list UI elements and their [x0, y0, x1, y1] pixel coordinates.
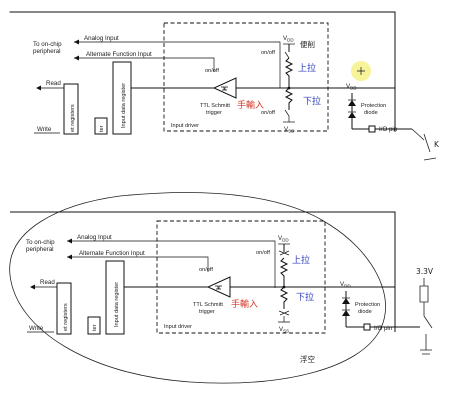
input-annotation: 手輸入 — [231, 298, 258, 310]
input-driver-box — [163, 22, 329, 132]
ttl-schmitt-label: TTL Schmitt — [200, 103, 230, 109]
input-driver-label: Input driver — [164, 324, 192, 330]
schmitt-trigger-symbol — [212, 77, 237, 99]
input-driver-label: Input driver — [171, 123, 199, 129]
to-onchip-label: To on-chip — [26, 239, 55, 246]
protection-diode-upper — [348, 100, 356, 106]
read-arrow — [36, 85, 41, 91]
pullup-onoff-label: on/off — [256, 250, 270, 256]
pullup-cross-out-icon — [278, 250, 290, 256]
ter-block — [94, 117, 108, 135]
external-switch-sketch — [411, 128, 437, 161]
peripheral-label: peripheral — [33, 48, 61, 55]
vdd-left-label: VDD — [278, 235, 289, 243]
protection-diode-lower — [348, 112, 356, 118]
top-note-annotation: 便削 — [300, 39, 315, 49]
alt-function-arrow — [74, 55, 79, 61]
ter-label: ter — [92, 324, 98, 331]
trigger-onoff-label: on/off — [205, 68, 219, 74]
protection-diode-lower — [342, 310, 350, 316]
to-onchip-label: To on-chip — [33, 41, 62, 48]
bottom-gpio-input-diagram: To on-chip peripheral Analog Input Alter… — [9, 192, 434, 384]
vdd-right-label: VDD — [346, 83, 357, 91]
set-registers-block — [56, 282, 72, 335]
protection-label: Protection — [361, 103, 386, 109]
alt-function-arrow — [67, 254, 72, 260]
write-label: Write — [29, 325, 44, 332]
external-pullup-sketch — [419, 278, 433, 355]
floating-ellipse-sketch — [9, 192, 386, 384]
pullup-annotation: 上拉 — [298, 62, 316, 74]
analog-input-wire — [67, 240, 276, 288]
set-registers-block — [63, 83, 79, 135]
analog-input-label: Analog Input — [84, 35, 119, 42]
input-data-register-block — [105, 260, 125, 335]
input-data-register-block — [112, 61, 132, 135]
floating-annotation: 浮空 — [300, 354, 315, 364]
ter-block — [87, 316, 101, 335]
trigger-label: trigger — [206, 110, 222, 116]
input-annotation: 手輸入 — [237, 99, 264, 111]
analog-input-wire — [74, 41, 281, 88]
trigger-label: trigger — [199, 309, 215, 315]
top-gpio-input-diagram: To on-chip peripheral Analog Input Alter… — [9, 11, 440, 161]
pullup-onoff-label: on/off — [261, 50, 275, 56]
ttl-schmitt-label: TTL Schmitt — [193, 302, 223, 308]
hysteresis-icon — [215, 285, 222, 290]
read-label: Read — [46, 80, 61, 87]
pullup-resistor — [279, 257, 289, 287]
vdd-right-label: VDD — [340, 281, 351, 289]
voltage-annotation: 3.3V — [416, 267, 434, 276]
schmitt-trigger-symbol — [206, 276, 231, 298]
outer-frame — [10, 11, 396, 132]
pullup-switch — [284, 51, 290, 59]
alt-function-label: Alternate Function Input — [86, 51, 152, 58]
pulldown-annotation: 下拉 — [303, 95, 321, 107]
analog-arrow — [74, 39, 79, 45]
pullup-annotation: 上拉 — [292, 254, 310, 266]
input-data-register-label: Input data register — [121, 83, 127, 128]
pulldown-cross-out-icon — [278, 310, 290, 316]
vss-left-label: VSS — [279, 326, 289, 334]
cursor-crosshair-icon — [357, 67, 365, 75]
ter-label: ter — [99, 125, 105, 132]
outer-frame — [10, 211, 396, 332]
diode-label: diode — [358, 309, 372, 315]
io-pin-square — [368, 125, 376, 133]
pulldown-onoff-label: on/off — [261, 110, 275, 116]
analog-input-label: Analog Input — [77, 234, 112, 241]
input-driver-box — [156, 220, 326, 334]
write-label: Write — [37, 126, 52, 133]
vss-left-label: VSS — [284, 126, 294, 134]
trigger-onoff-label: on/off — [199, 267, 213, 273]
vss-left-bar — [278, 316, 290, 323]
set-registers-label: et registers — [70, 104, 76, 132]
pulldown-switch — [284, 109, 290, 122]
read-arrow — [30, 284, 35, 290]
analog-arrow — [67, 238, 72, 244]
pulldown-resistor — [284, 87, 294, 110]
alt-function-wire — [74, 57, 215, 72]
pulldown-annotation: 下拉 — [296, 291, 314, 303]
io-pin-square — [363, 323, 371, 331]
alt-function-label: Alternate Function Input — [79, 250, 145, 257]
protection-label: Protection — [355, 302, 380, 308]
switch-k-annotation: K — [434, 140, 440, 149]
input-data-register-label: Input data register — [114, 282, 120, 327]
io-pin-label: I/O pin — [374, 325, 393, 332]
hysteresis-icon — [221, 86, 228, 91]
read-label: Read — [40, 279, 55, 286]
alt-function-wire — [67, 256, 209, 272]
set-registers-label: et registers — [63, 303, 69, 331]
protection-diode-upper — [342, 298, 350, 304]
peripheral-label: peripheral — [26, 246, 54, 253]
diode-label: diode — [364, 110, 378, 116]
pulldown-resistor — [279, 286, 289, 309]
vdd-left-label: VDD — [283, 35, 294, 43]
pullup-resistor — [284, 57, 294, 88]
